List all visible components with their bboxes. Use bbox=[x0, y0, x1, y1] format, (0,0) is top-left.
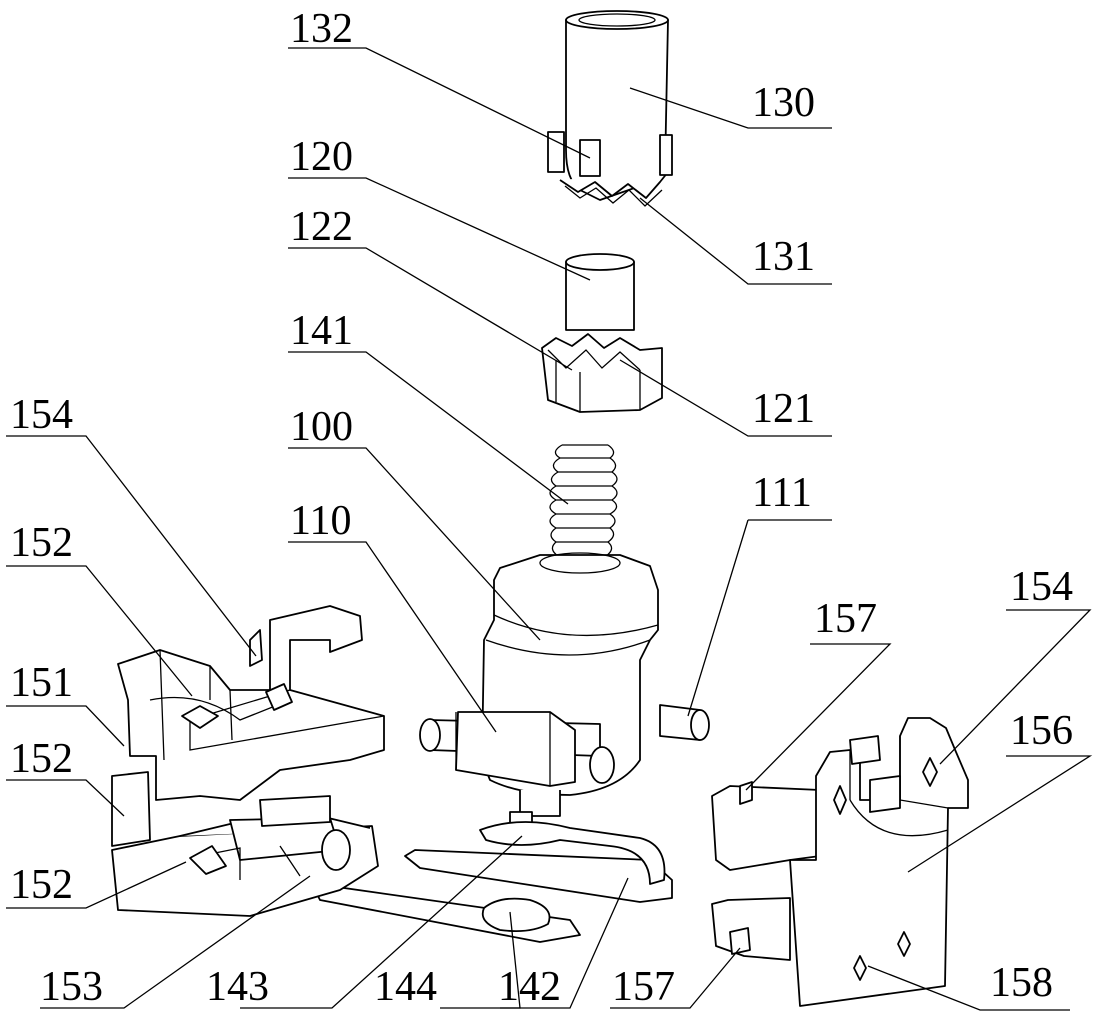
part-120-rotor bbox=[542, 254, 662, 412]
leader-111 bbox=[688, 520, 832, 716]
label-111: 111 bbox=[752, 470, 812, 516]
label-130: 130 bbox=[752, 80, 815, 126]
part-151-left-frame bbox=[112, 606, 384, 916]
label-132: 132 bbox=[290, 6, 353, 52]
part-142-contact-plate bbox=[405, 822, 672, 902]
label-100: 100 bbox=[290, 404, 353, 450]
label-152-top: 152 bbox=[10, 520, 73, 566]
part-130-sleeve bbox=[548, 11, 672, 206]
label-122: 122 bbox=[290, 204, 353, 250]
label-143: 143 bbox=[206, 964, 269, 1010]
label-110: 110 bbox=[290, 498, 351, 544]
label-156: 156 bbox=[1010, 708, 1073, 754]
part-141-spring bbox=[550, 445, 617, 568]
label-144: 144 bbox=[374, 964, 437, 1010]
label-121: 121 bbox=[752, 386, 815, 432]
part-100-housing bbox=[420, 553, 709, 826]
label-142: 142 bbox=[498, 964, 561, 1010]
label-152-middle: 152 bbox=[10, 736, 73, 782]
leader-152b bbox=[6, 780, 124, 816]
label-157-bottom: 157 bbox=[612, 964, 675, 1010]
label-154-right: 154 bbox=[1010, 564, 1073, 610]
label-157-top: 157 bbox=[814, 596, 877, 642]
label-158: 158 bbox=[990, 960, 1053, 1006]
part-156-right-frame bbox=[712, 718, 968, 1006]
part-144-contact bbox=[316, 886, 580, 942]
label-120: 120 bbox=[290, 134, 353, 180]
label-153: 153 bbox=[40, 964, 103, 1010]
label-152-bottom: 152 bbox=[10, 862, 73, 908]
leader-157a bbox=[746, 644, 890, 790]
label-154-left: 154 bbox=[10, 392, 73, 438]
label-141: 141 bbox=[290, 308, 353, 354]
label-151: 151 bbox=[10, 660, 73, 706]
label-131: 131 bbox=[752, 234, 815, 280]
